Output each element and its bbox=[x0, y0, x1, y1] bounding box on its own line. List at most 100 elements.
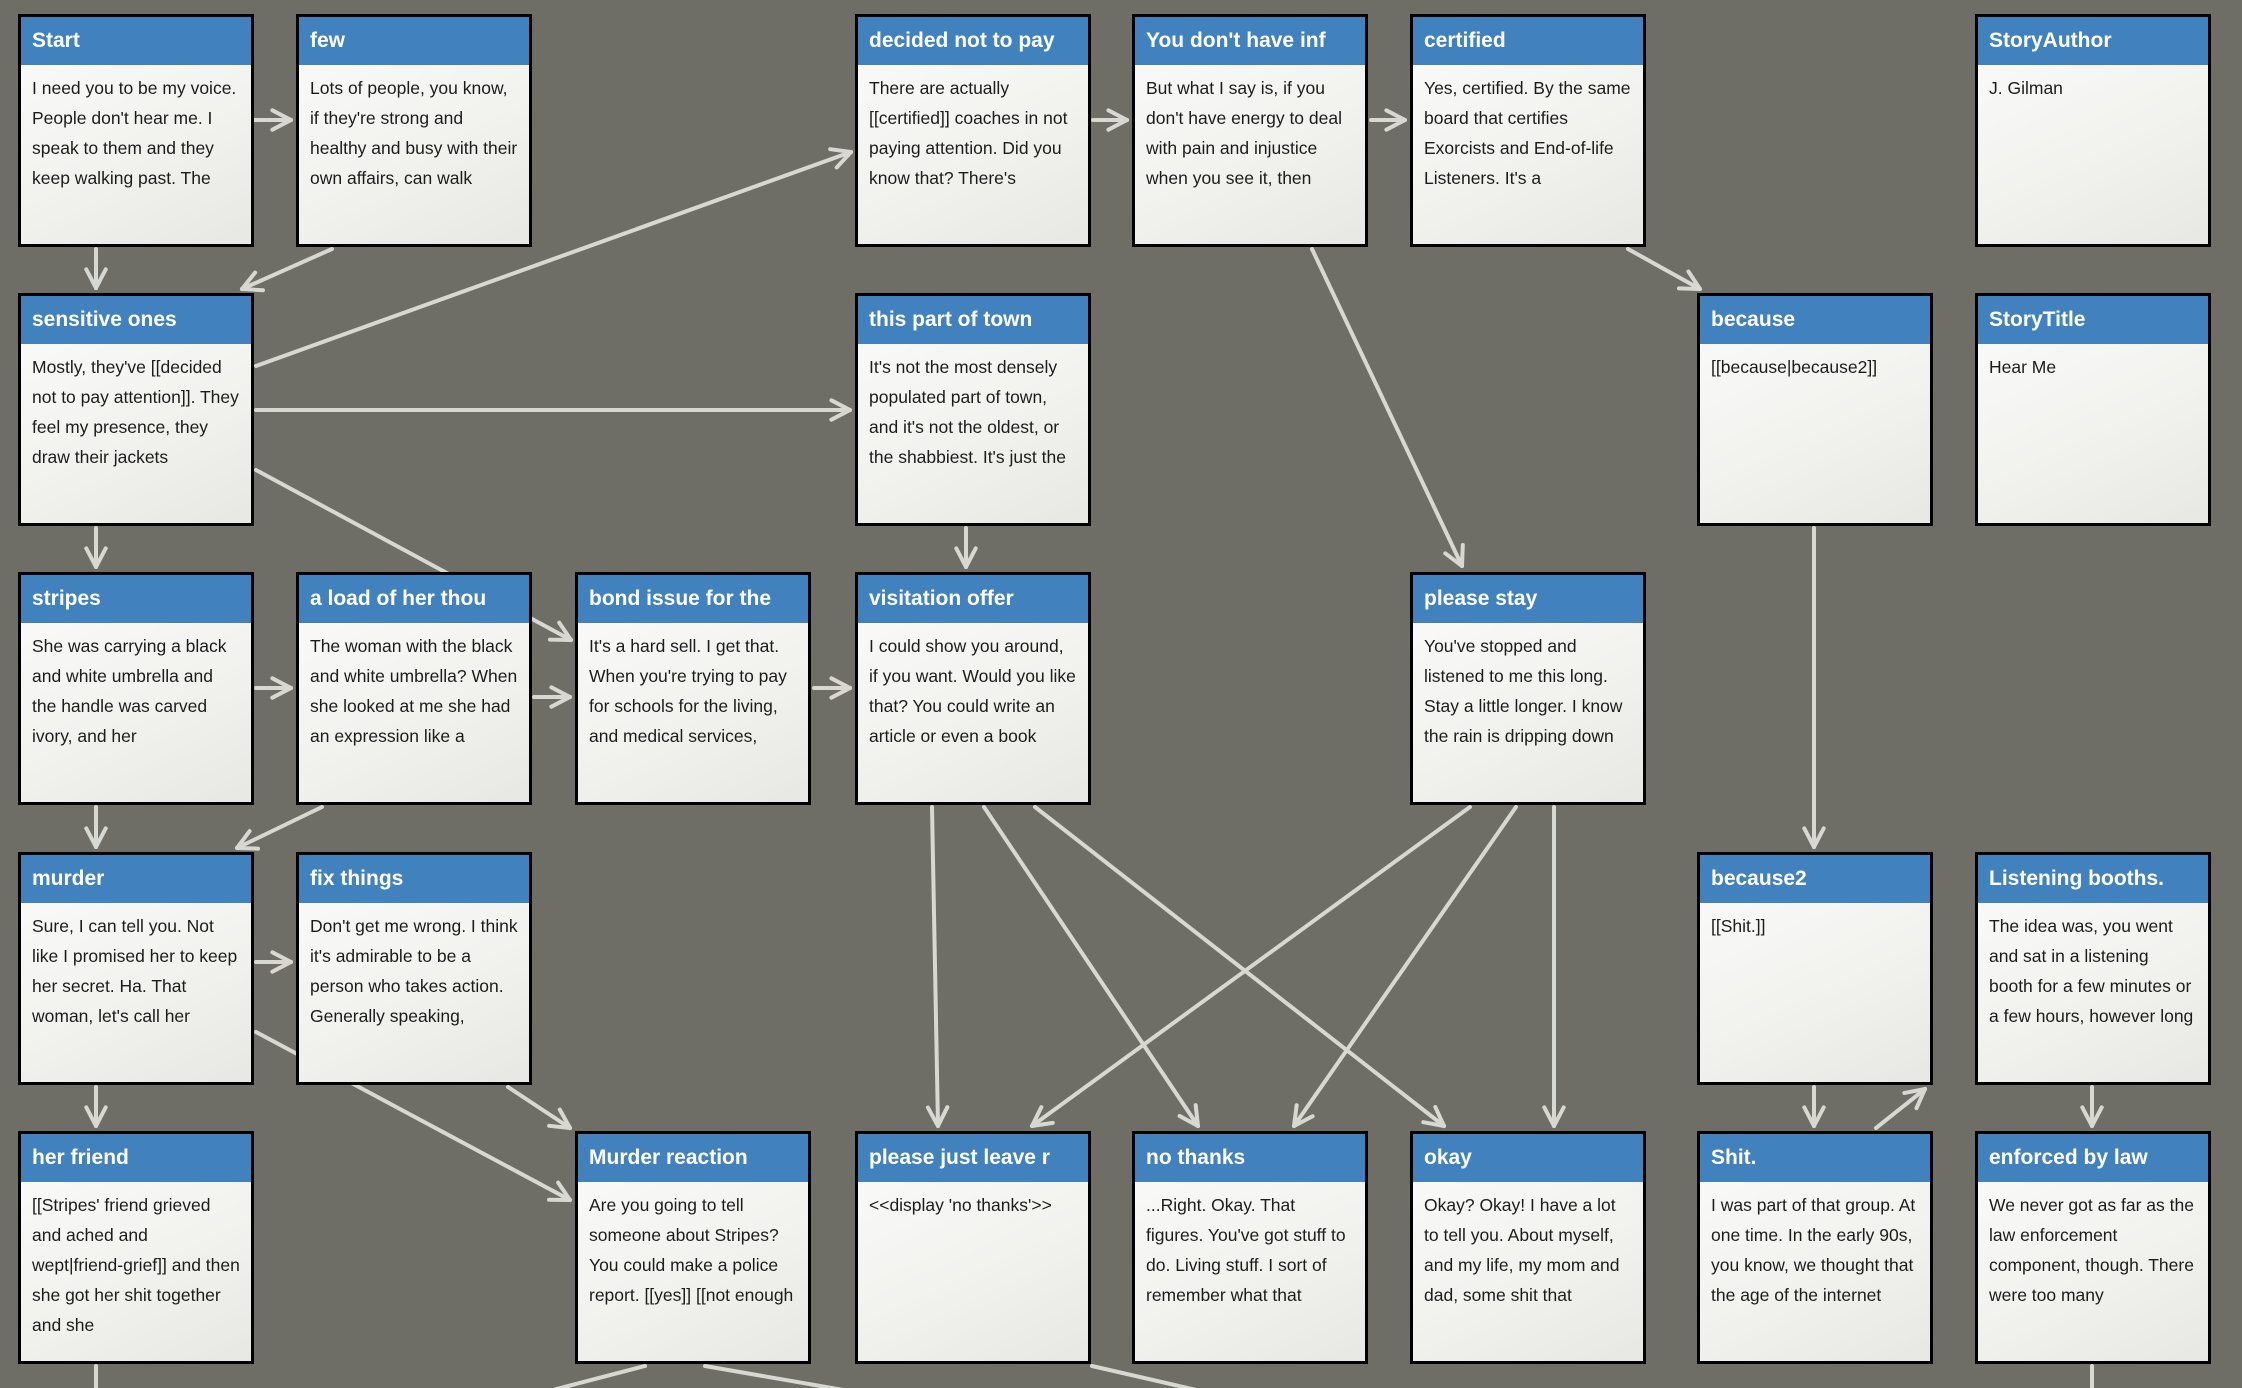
connection-arrow-because2-to-shit bbox=[1802, 1085, 1826, 1128]
passage-excerpt: The woman with the black and white umbre… bbox=[310, 636, 518, 746]
passage-excerpt: <<display 'no thanks'>> bbox=[869, 1195, 1052, 1215]
passage-title: decided not to pay bbox=[858, 17, 1088, 65]
connection-arrow-visitation-offer-to-please-just-leave bbox=[925, 805, 950, 1128]
passage-card-please-just-leave[interactable]: please just leave r <<display 'no thanks'… bbox=[855, 1131, 1091, 1364]
passage-title: because bbox=[1700, 296, 1930, 344]
passage-excerpt: It's not the most densely populated part… bbox=[869, 357, 1066, 467]
passage-excerpt: J. Gilman bbox=[1989, 78, 2063, 98]
passage-excerpt: I could show you around, if you want. Wo… bbox=[869, 636, 1076, 746]
passage-title: Shit. bbox=[1700, 1134, 1930, 1182]
passage-title: murder bbox=[21, 855, 251, 903]
connection-arrow-you-dont-have-inf-to-please-stay bbox=[1310, 247, 1465, 568]
connection-arrow-visitation-offer-to-okay bbox=[1033, 805, 1446, 1128]
connection-arrow-please-stay-to-no-thanks bbox=[1292, 805, 1518, 1128]
passage-card-story-author[interactable]: StoryAuthor J. Gilman bbox=[1975, 14, 2211, 247]
connection-arrow-start-to-sensitive-ones bbox=[84, 247, 108, 290]
passage-excerpt: Don't get me wrong. I think it's admirab… bbox=[310, 916, 518, 1026]
passage-title: Start bbox=[21, 17, 251, 65]
connection-arrow-you-dont-have-inf-to-certified bbox=[1369, 108, 1407, 132]
passage-card-because[interactable]: because[[because|because2]] bbox=[1697, 293, 1933, 526]
passage-card-visitation-offer[interactable]: visitation offer I could show you around,… bbox=[855, 572, 1091, 805]
passage-title: bond issue for the bbox=[578, 575, 808, 623]
passage-excerpt: She was carrying a black and white umbre… bbox=[32, 636, 227, 746]
passage-title: because2 bbox=[1700, 855, 1930, 903]
passage-excerpt: It's a hard sell. I get that. When you'r… bbox=[589, 636, 787, 746]
passage-title: visitation offer bbox=[858, 575, 1088, 623]
passage-title: Murder reaction bbox=[578, 1134, 808, 1182]
passage-excerpt: Mostly, they've [[decided not to pay att… bbox=[32, 357, 239, 467]
passage-title: You don't have inf bbox=[1135, 17, 1365, 65]
connection-arrow-certified-to-because bbox=[1626, 247, 1702, 291]
passage-excerpt: Sure, I can tell you. Not like I promise… bbox=[32, 916, 238, 1026]
passage-title: StoryTitle bbox=[1978, 296, 2208, 344]
passage-title: this part of town bbox=[858, 296, 1088, 344]
passage-excerpt: Are you going to tell someone about Stri… bbox=[589, 1195, 794, 1305]
passage-excerpt: [[Stripes' friend grieved and ached and … bbox=[32, 1195, 240, 1335]
connection-arrow-please-stay-to-please-just-leave bbox=[1030, 805, 1472, 1128]
passage-excerpt: I need you to be my voice. People don't … bbox=[32, 78, 237, 188]
passage-card-listening-booths[interactable]: Listening booths. The idea was, you went … bbox=[1975, 852, 2211, 1085]
passage-title: sensitive ones bbox=[21, 296, 251, 344]
passage-title: certified bbox=[1413, 17, 1643, 65]
connection-arrow-stripes-to-a-load-of-her-thou bbox=[254, 676, 293, 700]
connection-arrow-fix-things-to-murder-reaction bbox=[506, 1085, 572, 1130]
connection-arrow-murder-to-her-friend bbox=[84, 1085, 108, 1128]
passage-title: StoryAuthor bbox=[1978, 17, 2208, 65]
passage-title: a load of her thou bbox=[299, 575, 529, 623]
passage-title: Listening booths. bbox=[1978, 855, 2208, 903]
connection-arrow-a-load-of-her-thou-to-bond-issue-for-the bbox=[532, 685, 572, 709]
passage-excerpt: [[Shit.]] bbox=[1711, 916, 1766, 936]
connection-arrow-this-part-of-town-to-visitation-offer bbox=[954, 526, 978, 569]
passage-card-her-friend[interactable]: her friend[[Stripes' friend grieved and … bbox=[18, 1131, 254, 1364]
passage-excerpt: ...Right. Okay. That figures. You've got… bbox=[1146, 1195, 1346, 1305]
passage-card-shit[interactable]: Shit. I was part of that group. At one ti… bbox=[1697, 1131, 1933, 1364]
connection-arrow-murder-to-fix-things bbox=[254, 950, 293, 974]
connection-arrow-sensitive-ones-to-this-part-of-town bbox=[254, 398, 852, 422]
connection-arrow-sensitive-ones-to-decided-not-to-pay bbox=[254, 147, 853, 368]
passage-card-enforced-by-law[interactable]: enforced by law We never got as far as th… bbox=[1975, 1131, 2211, 1364]
passage-excerpt: But what I say is, if you don't have ene… bbox=[1146, 78, 1342, 188]
passage-title: please stay bbox=[1413, 575, 1643, 623]
connection-arrow-visitation-offer-to-no-thanks bbox=[982, 805, 1200, 1128]
passage-card-no-thanks[interactable]: no thanks ...Right. Okay. That figures. Y… bbox=[1132, 1131, 1368, 1364]
connection-arrow-bond-issue-for-the-to-visitation-offer bbox=[812, 676, 852, 700]
passage-title: please just leave r bbox=[858, 1134, 1088, 1182]
connection-arrow-please-just-leave-to-offscreen-bottom bbox=[1090, 1364, 1197, 1388]
passage-excerpt: Hear Me bbox=[1989, 357, 2057, 377]
passage-excerpt: Okay? Okay! I have a lot to tell you. Ab… bbox=[1424, 1195, 1620, 1305]
connection-arrow-shit-to-listening-booths bbox=[1874, 1087, 1927, 1130]
passage-title: fix things bbox=[299, 855, 529, 903]
passage-excerpt: We never got as far as the law enforceme… bbox=[1989, 1195, 2194, 1305]
connection-arrow-murder-reaction-to-offscreen-bottom bbox=[703, 1364, 844, 1388]
passage-card-start[interactable]: Start I need you to be my voice. People d… bbox=[18, 14, 254, 247]
connection-arrow-murder-reaction-to-offscreen-bottom bbox=[552, 1364, 647, 1388]
passage-title: enforced by law bbox=[1978, 1134, 2208, 1182]
passage-excerpt: Yes, certified. By the same board that c… bbox=[1424, 78, 1631, 188]
passage-excerpt: The idea was, you went and sat in a list… bbox=[1989, 916, 2194, 1026]
connection-arrow-please-stay-to-okay bbox=[1542, 805, 1566, 1128]
passage-excerpt: You've stopped and listened to me this l… bbox=[1424, 636, 1623, 746]
connection-arrow-few-to-sensitive-ones bbox=[240, 247, 334, 293]
passage-excerpt: Lots of people, you know, if they're str… bbox=[310, 78, 518, 188]
passage-title: okay bbox=[1413, 1134, 1643, 1182]
passage-excerpt: There are actually [[certified]] coaches… bbox=[869, 78, 1068, 188]
passage-excerpt: I was part of that group. At one time. I… bbox=[1711, 1195, 1916, 1305]
passage-card-because2[interactable]: because2 [[Shit.]] bbox=[1697, 852, 1933, 1085]
passage-title: no thanks bbox=[1135, 1134, 1365, 1182]
